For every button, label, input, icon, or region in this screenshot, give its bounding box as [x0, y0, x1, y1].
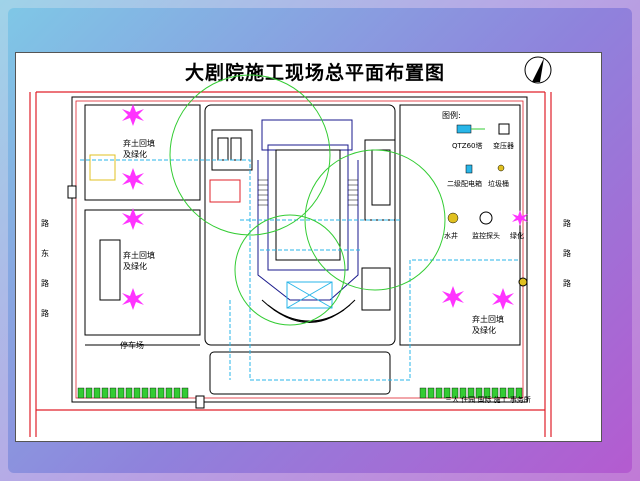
- transformer-icon: [498, 123, 510, 135]
- tower-crane-icon: [456, 124, 485, 134]
- drawing-title: 大剧院施工现场总平面布置图: [184, 62, 445, 84]
- legend-distribution-box: 二级配电箱: [447, 179, 482, 188]
- road-label: 路: [41, 308, 49, 318]
- legend-dustbin: 垃圾桶: [488, 179, 509, 188]
- north-arrow-icon: [524, 56, 552, 84]
- office-bar-label: 三人 住园 国际 施工 事务所: [445, 395, 531, 404]
- road-label: 路: [563, 218, 571, 228]
- perimeter-fence: [77, 387, 523, 399]
- road-label: 路: [563, 248, 571, 258]
- legend-transformer: 变压器: [493, 141, 514, 150]
- legend-greening: 绿化: [510, 231, 524, 240]
- dustbin-icon: [497, 164, 505, 172]
- grand-theater-building: [211, 119, 396, 323]
- site-boundary: [71, 96, 528, 403]
- site-gates: [67, 185, 528, 409]
- zone-label: 及绿化: [123, 261, 147, 271]
- zone-label: 弃土回填: [123, 250, 155, 260]
- distribution-box-icon: [465, 164, 473, 174]
- parking-label: 停车场: [120, 340, 144, 350]
- well-icon: [447, 212, 459, 224]
- greening-icon: [512, 210, 528, 226]
- red-boundary-roads: [29, 91, 552, 437]
- camera-icon: [479, 211, 493, 225]
- road-label: 路: [563, 278, 571, 288]
- drawing-sheet: [15, 52, 602, 442]
- road-label: 路: [41, 218, 49, 228]
- legend-well: 水井: [444, 231, 458, 240]
- zone-label: 及绿化: [472, 325, 496, 335]
- crane-radius-circles: [169, 74, 446, 326]
- legend-camera: 监控探头: [472, 231, 500, 240]
- building-stairs: [258, 179, 358, 206]
- greening-markers: [122, 104, 514, 310]
- legend-heading: 图例:: [442, 110, 461, 120]
- zone-label: 及绿化: [123, 149, 147, 159]
- zone-label: 弃土回填: [123, 138, 155, 148]
- road-label: 路: [41, 278, 49, 288]
- internal-roads: [84, 104, 521, 395]
- legend-icons: [447, 123, 528, 226]
- road-label: 东: [41, 248, 49, 258]
- legend-tower-crane: QTZ60塔: [452, 141, 483, 150]
- zone-label: 弃土回填: [472, 314, 504, 324]
